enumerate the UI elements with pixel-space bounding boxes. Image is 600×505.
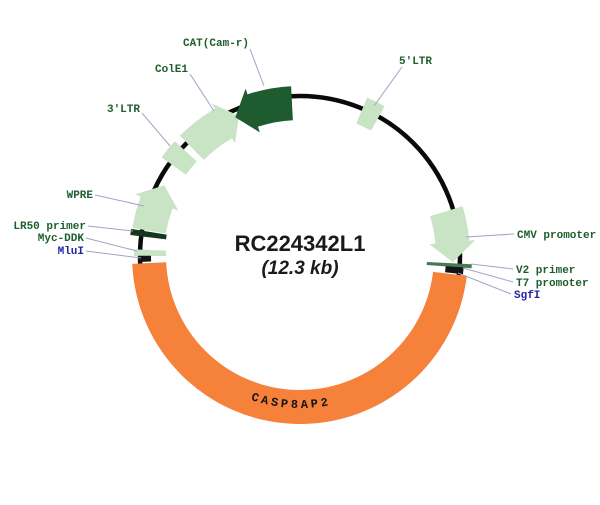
leader-cmv bbox=[465, 233, 515, 238]
leader-myc-ddk bbox=[85, 237, 138, 252]
label-lr50: LR50 primer bbox=[13, 221, 86, 233]
label-3ltr: 3'LTR bbox=[107, 104, 140, 116]
label-cmv: CMV promoter bbox=[517, 230, 596, 242]
feature-wpre bbox=[132, 185, 179, 234]
label-5ltr: 5'LTR bbox=[399, 56, 432, 68]
label-wpre: WPRE bbox=[67, 190, 94, 202]
feature-cole1 bbox=[179, 103, 239, 160]
feature-5ltr bbox=[356, 97, 385, 131]
leader-cat-cam-r bbox=[249, 48, 265, 87]
leader-mlui bbox=[85, 250, 142, 259]
label-v2: V2 primer bbox=[516, 265, 575, 277]
leader-cole1 bbox=[189, 73, 215, 112]
feature-cmv bbox=[429, 206, 476, 263]
label-cole1: ColE1 bbox=[155, 64, 188, 76]
feature-t7 bbox=[445, 266, 464, 275]
feature-3ltr bbox=[161, 141, 197, 175]
leader-lr50 bbox=[87, 225, 134, 232]
label-t7: T7 promoter bbox=[516, 278, 589, 290]
label-mlui: MluI bbox=[58, 246, 84, 258]
label-myc-ddk: Myc-DDK bbox=[38, 233, 85, 245]
leader-sgfi bbox=[457, 272, 512, 295]
feature-v2 bbox=[426, 262, 472, 269]
leader-t7 bbox=[462, 267, 514, 283]
feature-cat-cam-r bbox=[235, 86, 293, 133]
label-sgfi: SgfI bbox=[514, 290, 540, 302]
leader-3ltr bbox=[141, 112, 171, 147]
leader-5ltr bbox=[373, 66, 403, 107]
leader-wpre bbox=[94, 194, 145, 207]
feature-lr50 bbox=[130, 228, 167, 240]
feature-mlui bbox=[137, 255, 152, 262]
leader-v2 bbox=[470, 263, 514, 270]
feature-casp8ap2 bbox=[132, 262, 467, 424]
label-cat-cam-r: CAT(Cam-r) bbox=[183, 38, 249, 50]
feature-myc-ddk bbox=[133, 249, 167, 256]
